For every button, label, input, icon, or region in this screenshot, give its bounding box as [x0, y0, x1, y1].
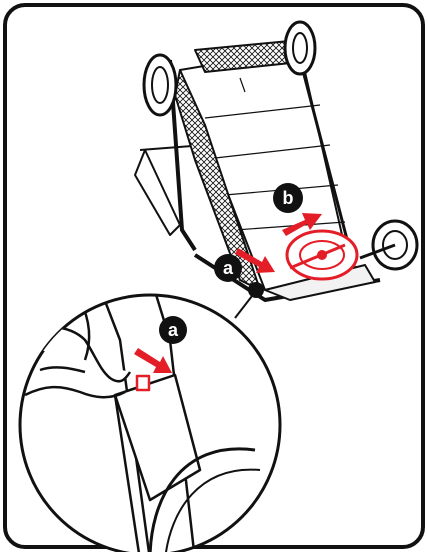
callout-a-main: a [214, 254, 242, 282]
callout-a-detail-label: a [168, 320, 179, 340]
callout-b: b [273, 183, 303, 213]
folding-wheel-highlight [287, 231, 357, 279]
callout-b-label: b [283, 188, 294, 208]
callout-a-detail: a [159, 316, 187, 344]
callout-a-main-label: a [223, 258, 234, 278]
